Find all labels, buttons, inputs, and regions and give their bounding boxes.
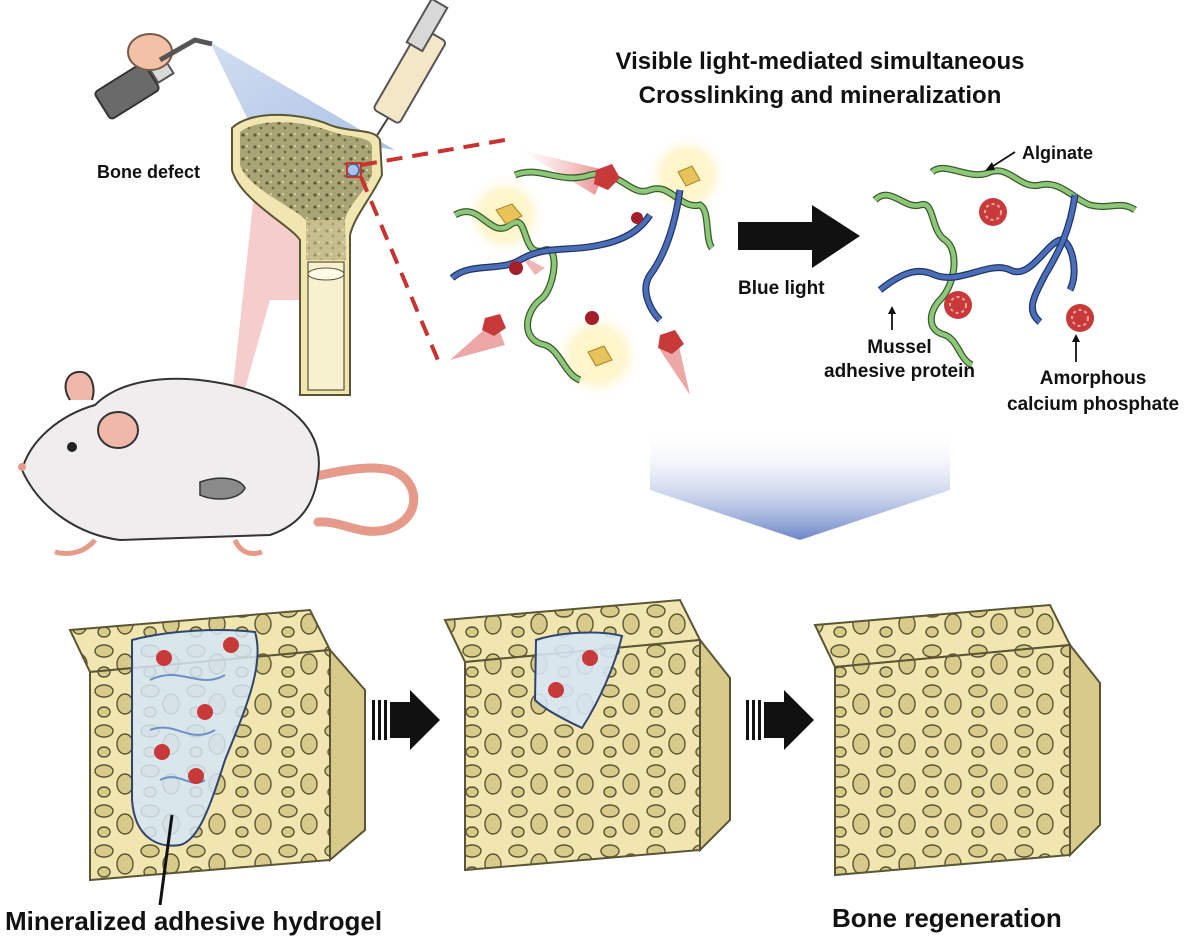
bone-block-hydrogel [68, 608, 366, 906]
acp-particle [944, 291, 972, 319]
flow-arrow-down [650, 430, 950, 540]
reaction-arrow [738, 205, 860, 268]
label-alginate: Alginate [1022, 143, 1094, 163]
label-acp-line2: calcium phosphate [1007, 394, 1180, 415]
hydrogel-region [131, 629, 259, 847]
polymer-network-before [449, 133, 729, 400]
label-amorphous-calcium-phosphate: Amorphous calcium phosphate [1007, 366, 1179, 418]
label-blue-light: Blue light [738, 278, 825, 299]
femur-illustration [231, 113, 384, 396]
label-bone-defect: Bone defect [97, 162, 201, 182]
diagram-title-line1: Visible light-mediated simultaneous [615, 48, 1025, 75]
progression-arrow-1 [372, 690, 440, 750]
acp-particle [979, 198, 1007, 226]
polymer-network-after [872, 151, 1137, 369]
label-mussel-line2: adhesive protein [824, 361, 975, 382]
label-mussel-line1: Mussel [867, 337, 932, 358]
syringe-icon [354, 0, 449, 171]
bone-block-regenerated [813, 603, 1101, 877]
label-mussel-adhesive-protein: Mussel adhesive protein [824, 336, 975, 384]
label-acp-line1: Amorphous [1039, 368, 1147, 389]
acp-particle [1066, 304, 1094, 332]
bone-block-healing [443, 598, 731, 872]
label-mineralized-hydrogel: Mineralized adhesive hydrogel [5, 906, 383, 936]
diagram-title-line2: Crosslinking and mineralization [638, 82, 1002, 109]
zoom-indicator [346, 138, 506, 366]
rat-illustration [18, 370, 419, 556]
hydrogel-region [533, 631, 624, 730]
progression-arrow-2 [746, 690, 814, 750]
label-bone-regeneration: Bone regeneration [832, 903, 1062, 933]
